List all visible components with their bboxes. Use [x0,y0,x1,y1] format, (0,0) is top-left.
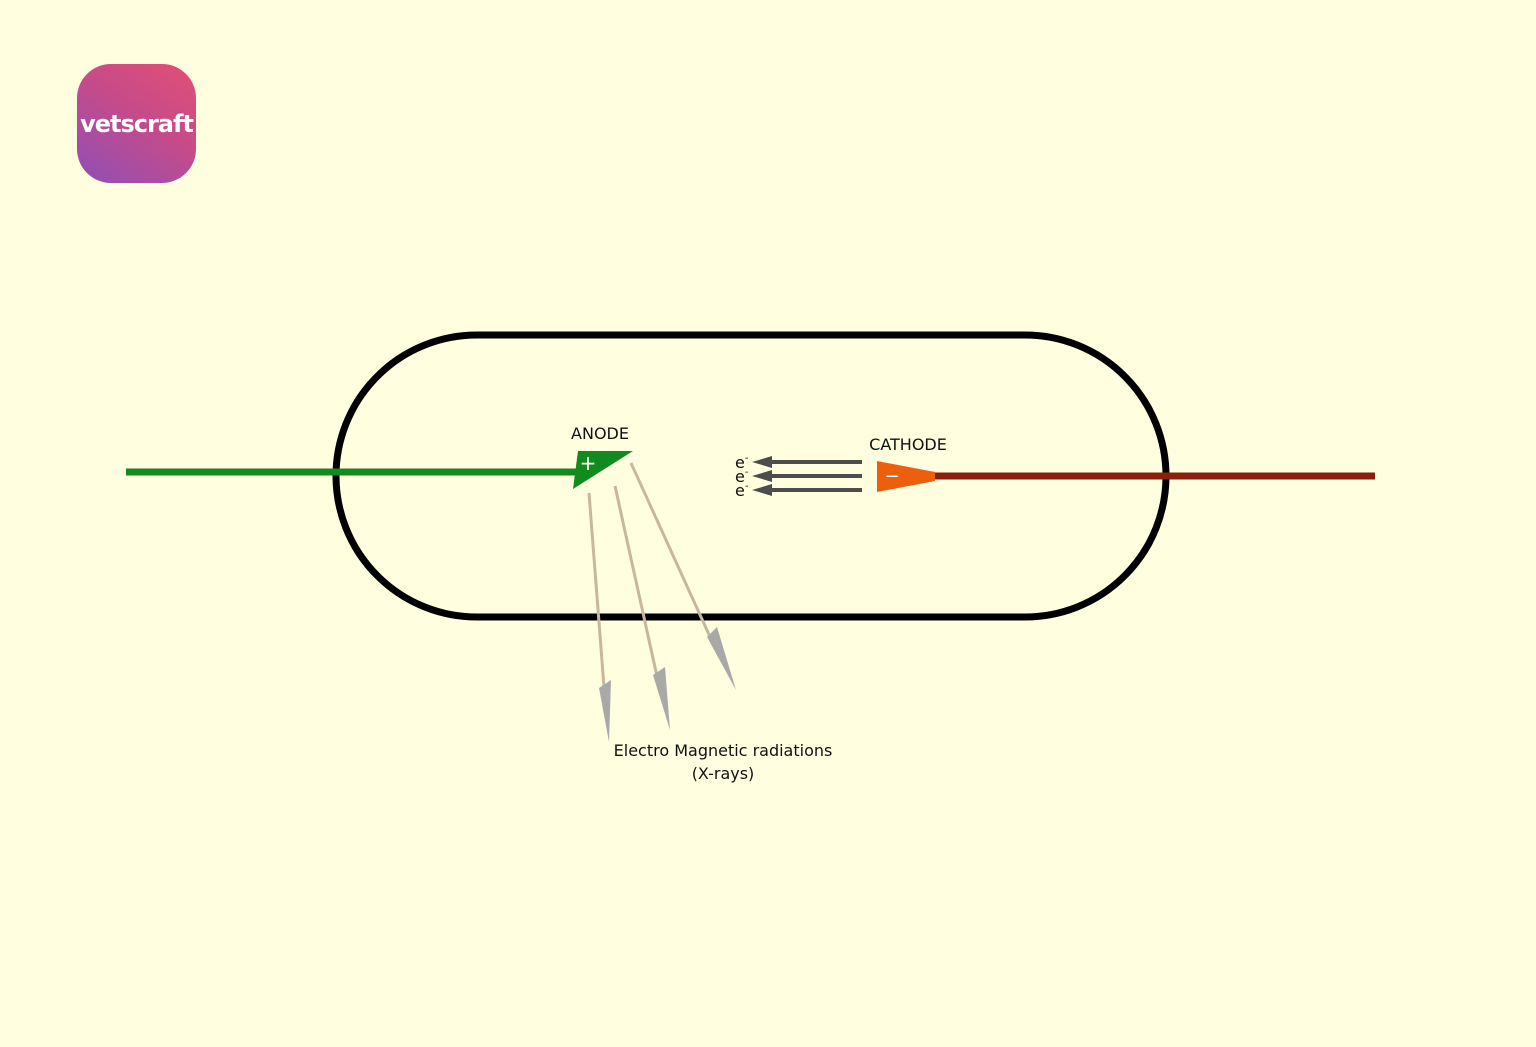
anode-label: ANODE [571,424,629,443]
electron-letter: e [735,467,745,486]
electron-symbol-1: e- [735,453,749,472]
electron-charge: - [745,467,749,478]
electron-symbols: e- e- e- [735,453,749,500]
electron-arrowhead-1 [752,456,772,468]
electron-charge: - [745,453,749,464]
electron-arrowhead-2 [752,470,772,482]
radiation-label-line2: (X-rays) [692,764,755,783]
electron-arrowhead-3 [752,484,772,496]
cathode-cup [877,461,935,492]
x-ray-beam-1 [587,492,607,701]
electron-arrows [752,456,862,496]
x-ray-arrowhead-1 [599,680,611,742]
electron-letter: e [735,453,745,472]
logo-text: vetscraft [80,109,194,138]
x-ray-beam-3 [629,462,718,651]
electron-charge: - [745,481,749,492]
electron-letter: e [735,481,745,500]
radiation-label-line1: Electro Magnetic radiations [614,741,833,760]
electron-symbol-3: e- [735,481,749,500]
vetscraft-logo: vetscraft [77,64,196,183]
cathode-symbol: − [884,466,899,487]
anode-target [573,451,633,489]
electron-symbol-2: e- [735,467,749,486]
x-ray-beams [587,462,736,742]
x-ray-arrowhead-2 [653,667,670,730]
x-ray-beam-2 [613,485,662,691]
x-ray-arrowhead-3 [707,627,736,690]
cathode-label: CATHODE [869,435,947,454]
anode-symbol: + [580,451,597,475]
